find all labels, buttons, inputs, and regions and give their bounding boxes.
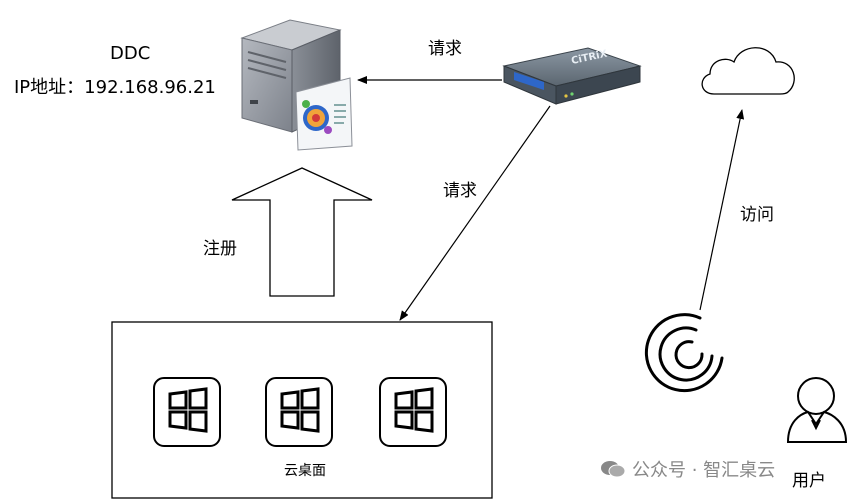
request-diag-label: 请求 (443, 181, 477, 201)
windows-logo-icon (394, 387, 434, 433)
windows-desktop-2 (265, 377, 333, 447)
signal-icon (644, 313, 724, 393)
user-label: 用户 (792, 471, 826, 491)
register-label: 注册 (203, 239, 237, 259)
wechat-icon (601, 461, 626, 478)
access-arrow-to-cloud (699, 109, 745, 311)
request-top-label: 请求 (428, 39, 462, 59)
request-arrow-to-desktops (399, 105, 551, 321)
windows-logo-icon (168, 387, 208, 433)
register-block-arrow (231, 167, 373, 297)
watermark-text: 公众号 · 智汇桌云 (632, 460, 776, 481)
ddc-name-label: DDC (110, 43, 151, 64)
windows-desktop-3 (379, 377, 447, 447)
management-console-icon (295, 77, 353, 151)
user-icon (786, 377, 848, 443)
cloud-desktop-label: 云桌面 (284, 463, 326, 479)
access-label: 访问 (740, 205, 774, 225)
windows-logo-icon (280, 387, 320, 433)
cloud-icon (701, 47, 795, 95)
windows-desktop-1 (153, 377, 221, 447)
ddc-ip-label: IP地址：192.168.96.21 (14, 77, 216, 98)
citrix-appliance-icon: CiTRiX (502, 47, 642, 105)
watermark: 公众号 · 智汇桌云 (600, 456, 775, 482)
